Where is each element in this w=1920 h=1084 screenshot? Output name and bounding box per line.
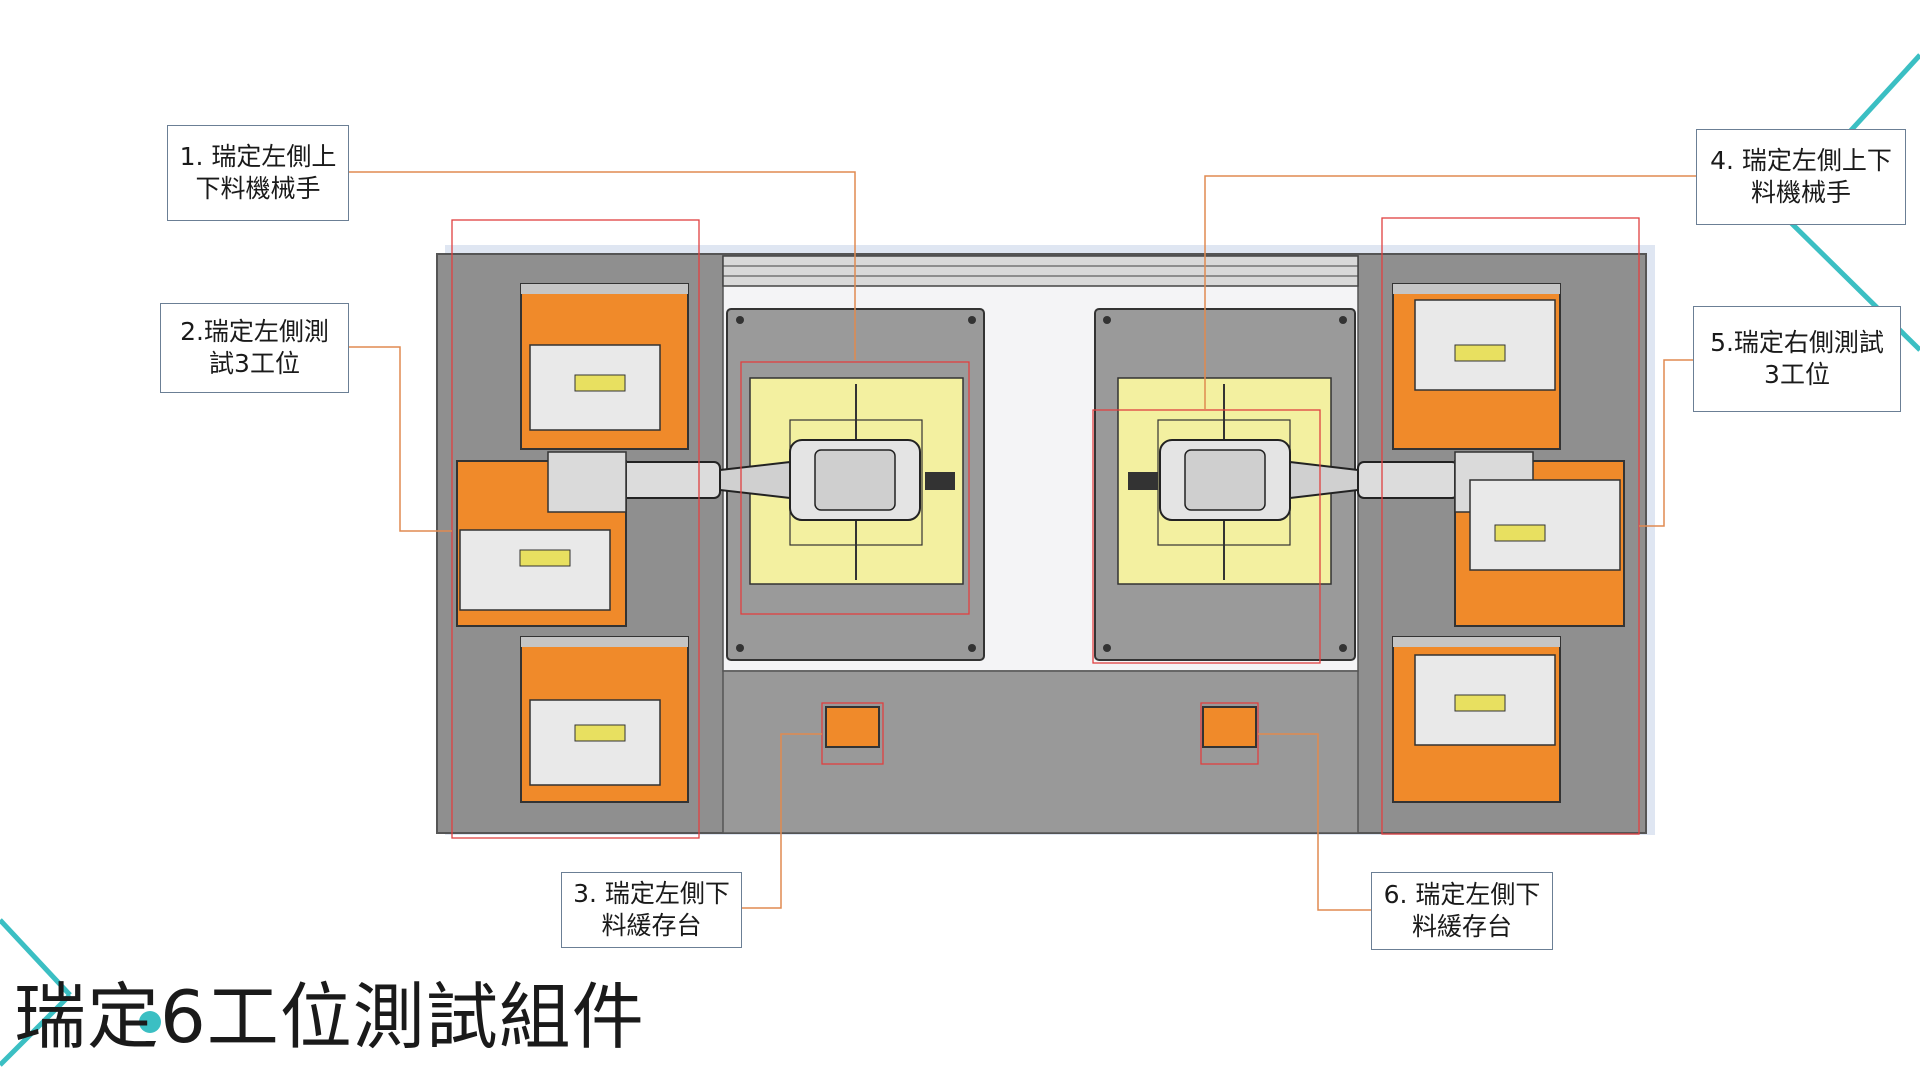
left-test-stations: [456, 283, 689, 803]
lower-panel: [722, 670, 1359, 834]
callout-left-buffer: 3. 瑞定左側下 料緩存台: [561, 872, 742, 948]
buffer-tray-icon: [1202, 706, 1257, 748]
left-robot-arm: [619, 460, 791, 500]
callout-right-loading-robot: 4. 瑞定左側上下 料機械手: [1696, 129, 1906, 225]
callout-left-loading-robot: 1. 瑞定左側上 下料機械手: [167, 125, 349, 221]
buffer-tray-icon: [825, 706, 880, 748]
top-rail: [722, 255, 1359, 287]
callout-right-buffer: 6. 瑞定左側下 料緩存台: [1371, 872, 1553, 950]
left-fixture-plate: [726, 308, 985, 661]
callout-right-test-stations: 5.瑞定右側測試 3工位: [1693, 306, 1901, 412]
decorative-dot-icon: [139, 1011, 161, 1033]
leader-lines: [349, 171, 1696, 911]
slide-title: 瑞定6工位測試組件: [14, 975, 645, 1059]
right-robot-arm: [1289, 460, 1459, 500]
right-test-stations: [1392, 283, 1625, 803]
callout-left-test-stations: 2.瑞定左側測 試3工位: [160, 303, 349, 393]
